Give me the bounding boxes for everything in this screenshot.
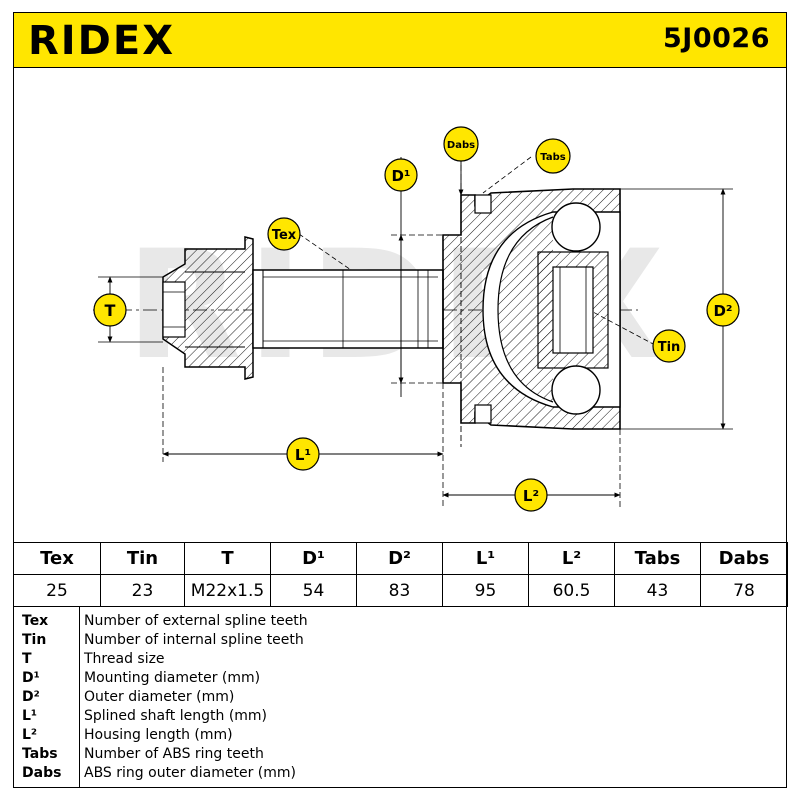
legend-key: T	[22, 651, 32, 667]
legend-row: D¹ Mounting diameter (mm)	[14, 669, 788, 688]
splined-shaft	[252, 269, 444, 349]
specs-header: Dabs	[700, 542, 788, 575]
legend-key: Tex	[22, 613, 49, 629]
legend-divider	[79, 606, 80, 787]
legend: Tex Number of external spline teeth Tin …	[13, 606, 787, 788]
specs-value: 25	[13, 574, 101, 607]
specs-header: D¹	[270, 542, 357, 575]
label-tex: Tex	[267, 217, 301, 251]
legend-key: D²	[22, 689, 40, 705]
label-tin: Tin	[652, 329, 686, 363]
legend-key: Dabs	[22, 765, 62, 781]
legend-desc: Number of ABS ring teeth	[84, 746, 264, 762]
specs-value: 54	[270, 574, 357, 607]
label-t: T	[93, 293, 127, 327]
specs-header-row: Tex Tin T D¹ D² L¹ L² Tabs Dabs	[13, 542, 788, 575]
specs-value: 23	[100, 574, 185, 607]
cv-joint-drawing: RIDEX	[93, 126, 740, 512]
label-l1-text: L¹	[295, 446, 311, 464]
label-tin-text: Tin	[658, 340, 681, 355]
specs-table: Tex Tin T D¹ D² L¹ L² Tabs Dabs 25 23 M2…	[13, 542, 788, 607]
ridex-logo-text: RIDEX	[28, 20, 175, 60]
specs-value: 83	[356, 574, 443, 607]
specs-value: 78	[700, 574, 788, 607]
legend-row: Tabs Number of ABS ring teeth	[14, 745, 788, 764]
specs-header: Tex	[13, 542, 101, 575]
legend-row: Tex Number of external spline teeth	[14, 612, 788, 631]
legend-desc: Number of internal spline teeth	[84, 632, 304, 648]
legend-desc: Splined shaft length (mm)	[84, 708, 268, 724]
label-d2-text: D²	[713, 302, 732, 320]
part-number: 5J0026	[663, 23, 770, 54]
label-d1: D¹	[384, 158, 418, 192]
ridex-logo: RIDEX	[28, 20, 175, 60]
legend-row: D² Outer diameter (mm)	[14, 688, 788, 707]
specs-header: T	[184, 542, 271, 575]
legend-key: D¹	[22, 670, 40, 686]
legend-key: Tabs	[22, 746, 58, 762]
legend-key: L¹	[22, 708, 38, 724]
specs-header: D²	[356, 542, 443, 575]
specs-value: 95	[442, 574, 529, 607]
label-tabs-text: Tabs	[540, 152, 565, 163]
legend-desc: Housing length (mm)	[84, 727, 233, 743]
legend-desc: Number of external spline teeth	[84, 613, 308, 629]
legend-desc: Outer diameter (mm)	[84, 689, 235, 705]
label-d2: D²	[706, 293, 740, 327]
legend-key: L²	[22, 727, 38, 743]
legend-desc: Thread size	[84, 651, 165, 667]
label-tex-text: Tex	[272, 228, 297, 243]
specs-header: Tin	[100, 542, 185, 575]
specs-value-row: 25 23 M22x1.5 54 83 95 60.5 43 78	[13, 574, 788, 607]
specs-value: M22x1.5	[184, 574, 271, 607]
label-dabs-text: Dabs	[447, 140, 475, 151]
label-dabs: Dabs	[443, 126, 479, 162]
legend-row: L² Housing length (mm)	[14, 726, 788, 745]
legend-row: Tin Number of internal spline teeth	[14, 631, 788, 650]
label-tabs: Tabs	[535, 138, 571, 174]
specs-value: 60.5	[528, 574, 615, 607]
nut	[162, 236, 254, 380]
legend-desc: Mounting diameter (mm)	[84, 670, 261, 686]
label-l2-text: L²	[523, 487, 539, 505]
specs-header: L¹	[442, 542, 529, 575]
label-l2: L²	[514, 478, 548, 512]
legend-row: T Thread size	[14, 650, 788, 669]
legend-row: Dabs ABS ring outer diameter (mm)	[14, 764, 788, 783]
legend-desc: ABS ring outer diameter (mm)	[84, 765, 296, 781]
legend-key: Tin	[22, 632, 47, 648]
label-l1: L¹	[286, 437, 320, 471]
label-d1-text: D¹	[391, 167, 410, 185]
header-bar: RIDEX 5J0026	[13, 12, 787, 68]
specs-value: 43	[614, 574, 701, 607]
label-t-text: T	[105, 301, 116, 320]
legend-row: L¹ Splined shaft length (mm)	[14, 707, 788, 726]
joint-housing	[442, 188, 621, 430]
specs-header: Tabs	[614, 542, 701, 575]
specs-header: L²	[528, 542, 615, 575]
